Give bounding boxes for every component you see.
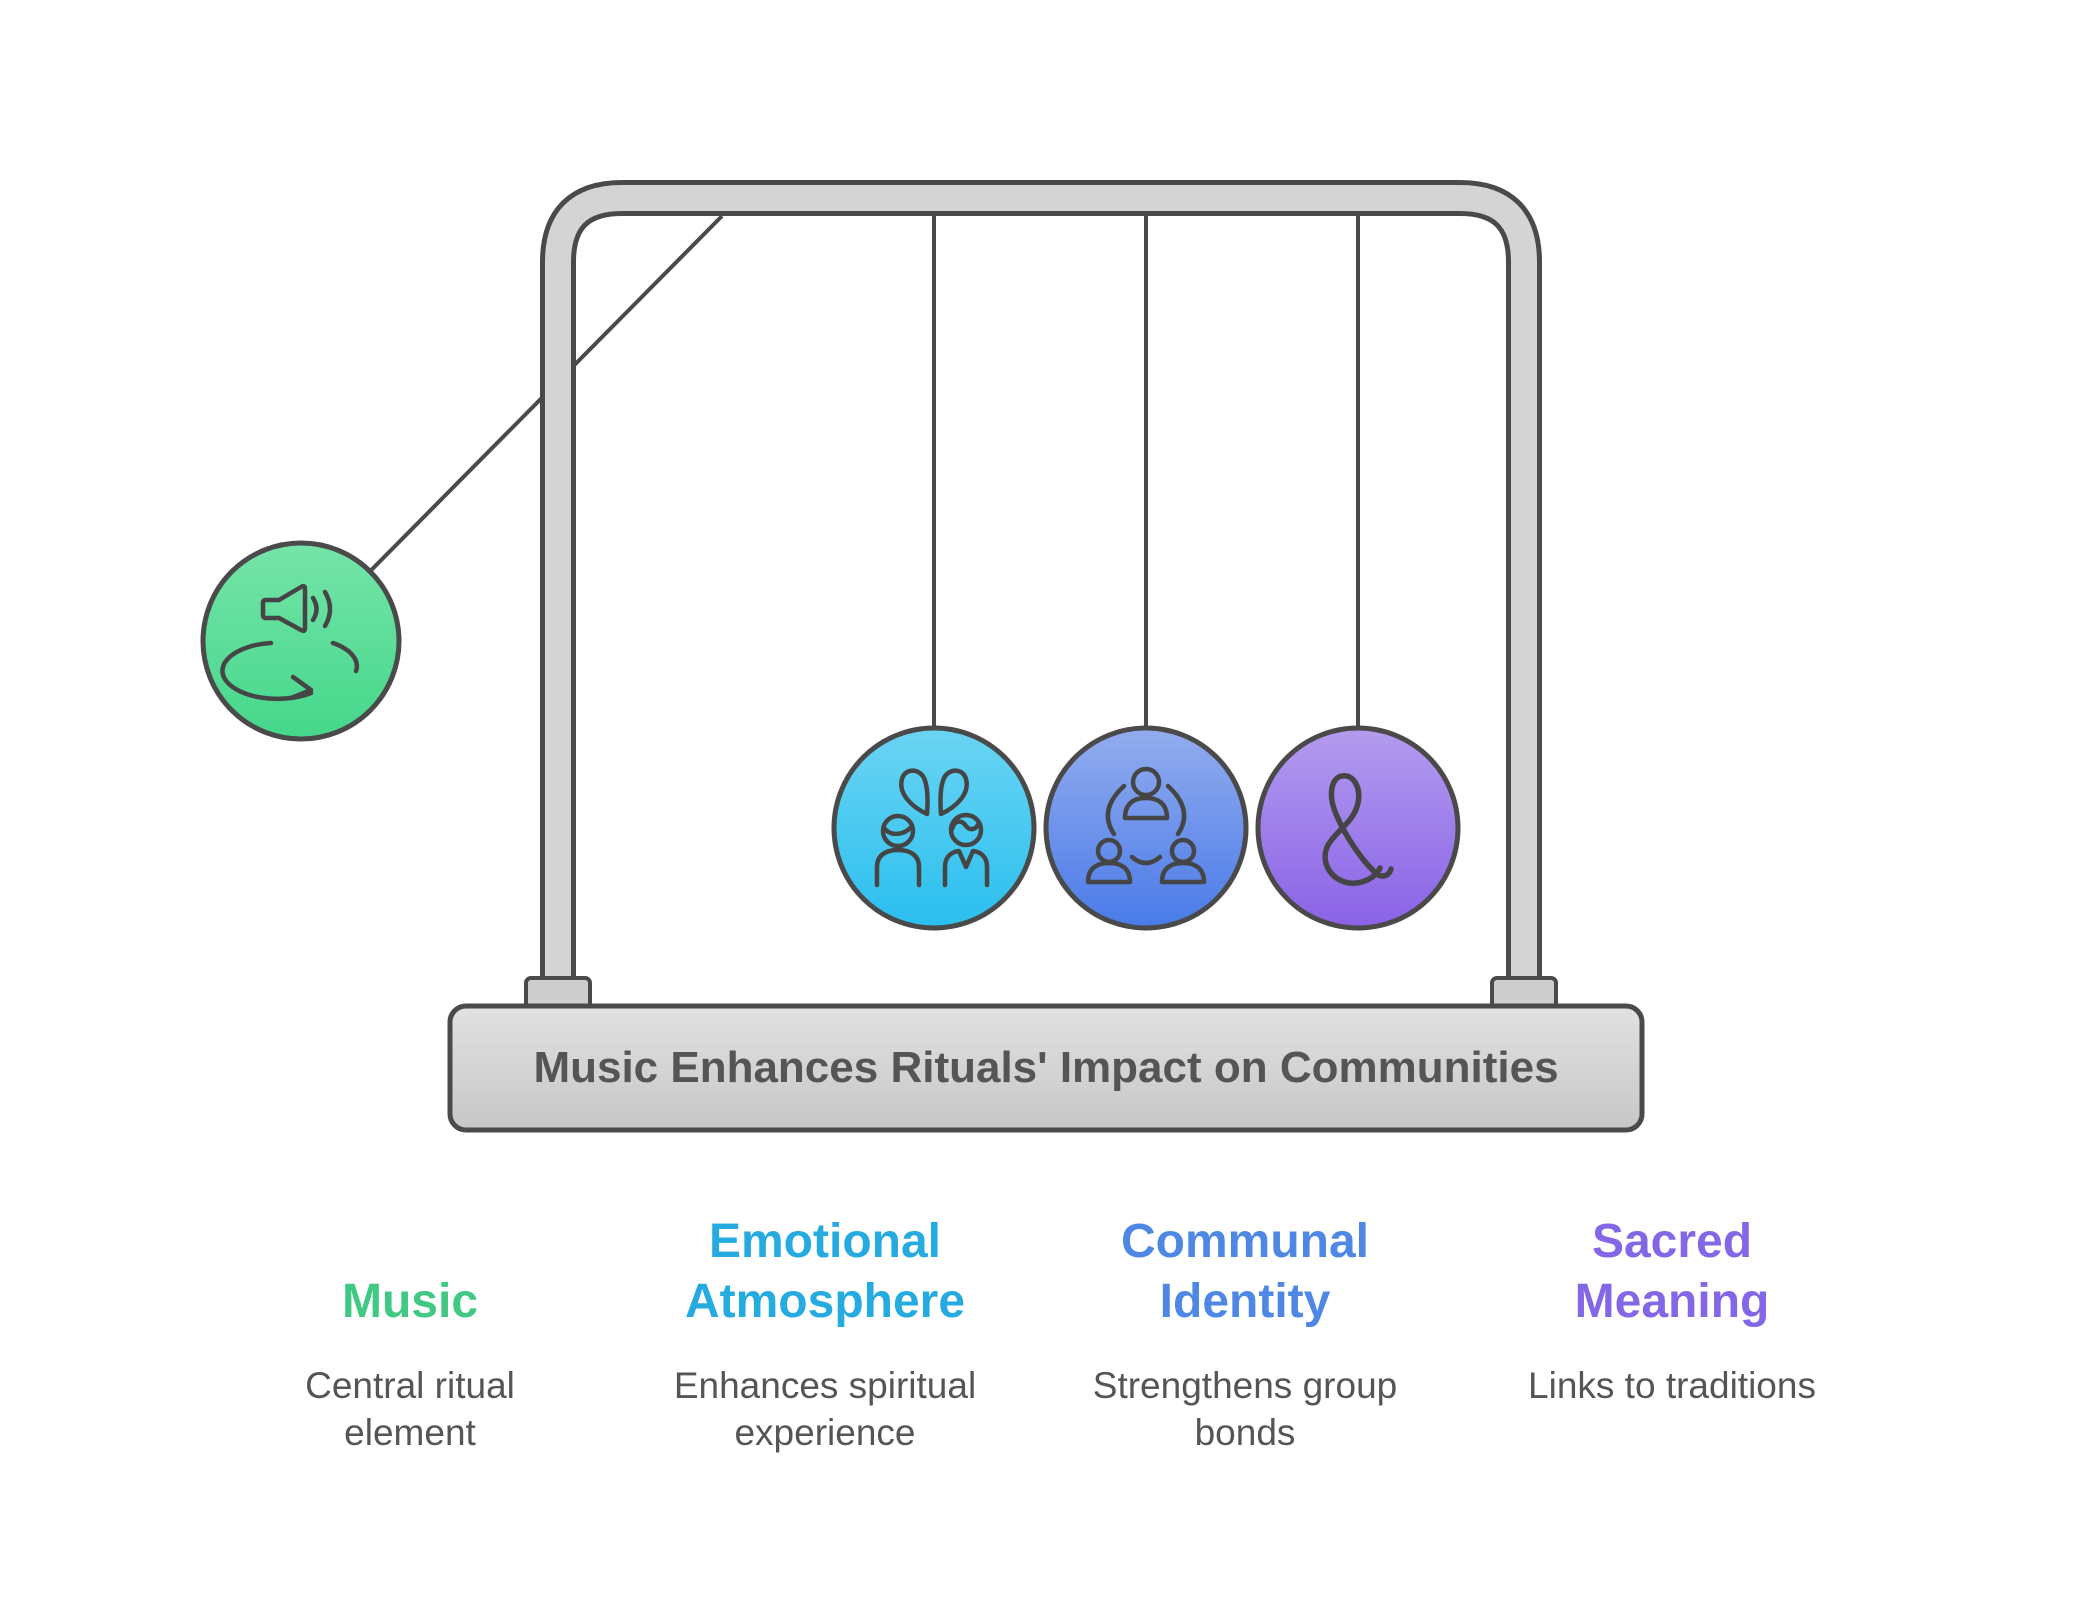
column-sacred-meaning: Sacred Meaning Links to traditions bbox=[1452, 1212, 1892, 1409]
cradle-frame bbox=[540, 180, 1542, 1008]
speaker-loop-icon bbox=[220, 583, 360, 702]
ball-music bbox=[200, 540, 402, 742]
column-body-emotional-atmosphere: Enhances spiritual experience bbox=[673, 1365, 977, 1453]
column-body-communal-identity: Strengthens group bonds bbox=[1092, 1365, 1398, 1453]
column-body-sacred-meaning: Links to traditions bbox=[1528, 1365, 1816, 1406]
ampersand-icon bbox=[1322, 773, 1394, 886]
column-emotional-atmosphere: Emotional Atmosphere Enhances spiritual … bbox=[605, 1212, 1045, 1456]
two-people-leaves-icon bbox=[874, 768, 990, 888]
base-title: Music Enhances Rituals' Impact on Commun… bbox=[533, 1043, 1559, 1092]
column-heading-communal-identity: Communal Identity bbox=[1120, 1215, 1369, 1328]
column-heading-sacred-meaning: Sacred Meaning bbox=[1574, 1215, 1770, 1328]
ball-sacred-meaning bbox=[1255, 725, 1461, 931]
column-communal-identity: Communal Identity Strengthens group bond… bbox=[1025, 1212, 1465, 1456]
people-network-icon bbox=[1085, 766, 1207, 885]
column-music: Music Central ritual element bbox=[190, 1212, 630, 1456]
pendulum-strings bbox=[932, 216, 1360, 730]
column-heading-emotional-atmosphere: Emotional Atmosphere bbox=[684, 1215, 966, 1328]
column-heading-music: Music bbox=[341, 1275, 479, 1328]
ball-emotional-atmosphere bbox=[831, 725, 1037, 931]
cradle-base bbox=[447, 1003, 1645, 1133]
ball-communal-identity bbox=[1043, 725, 1249, 931]
column-body-music: Central ritual element bbox=[305, 1365, 515, 1453]
